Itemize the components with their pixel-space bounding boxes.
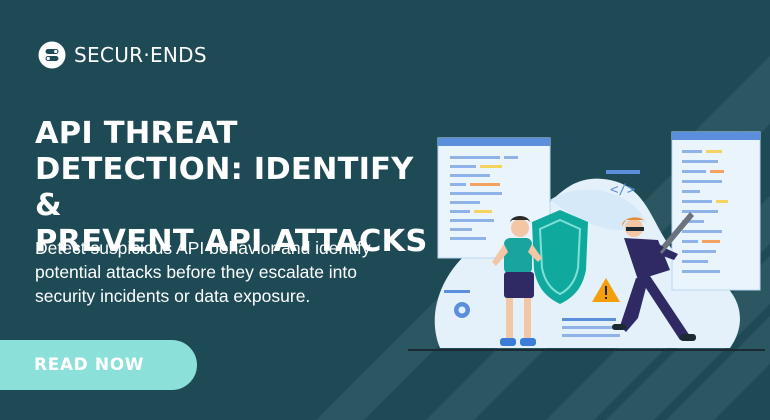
- attacker-character: [612, 217, 696, 341]
- headline: API THREAT DETECTION: IDENTIFY & PREVENT…: [35, 116, 435, 260]
- headline-line-1: API THREAT: [35, 116, 238, 151]
- code-tag-badge: </>: [606, 170, 640, 198]
- gear-icon: [454, 302, 470, 318]
- subtext: Detect suspicious API behavior and ident…: [35, 238, 371, 306]
- read-now-label: READ NOW: [34, 355, 145, 375]
- headline-line-3: PREVENT API ATTACKS: [35, 224, 428, 259]
- headline-line-2: DETECTION: IDENTIFY &: [35, 152, 414, 223]
- gear-panel: [444, 290, 470, 318]
- brand-name: SECUR·ENDS: [74, 43, 207, 67]
- code-window-left: [437, 137, 551, 259]
- warning-icon: [592, 278, 620, 302]
- read-now-button[interactable]: READ NOW: [0, 340, 197, 390]
- shield-icon: [532, 210, 588, 304]
- api-attack-illustration: </>: [408, 131, 765, 351]
- sword-icon: [654, 212, 694, 256]
- text-lines: [562, 318, 626, 337]
- securends-logo-icon: [38, 41, 66, 69]
- code-window-right: [671, 131, 761, 291]
- brand-logo[interactable]: SECUR·ENDS: [38, 41, 207, 69]
- defender-character: [492, 216, 542, 346]
- code-tag-text: </>: [610, 182, 635, 198]
